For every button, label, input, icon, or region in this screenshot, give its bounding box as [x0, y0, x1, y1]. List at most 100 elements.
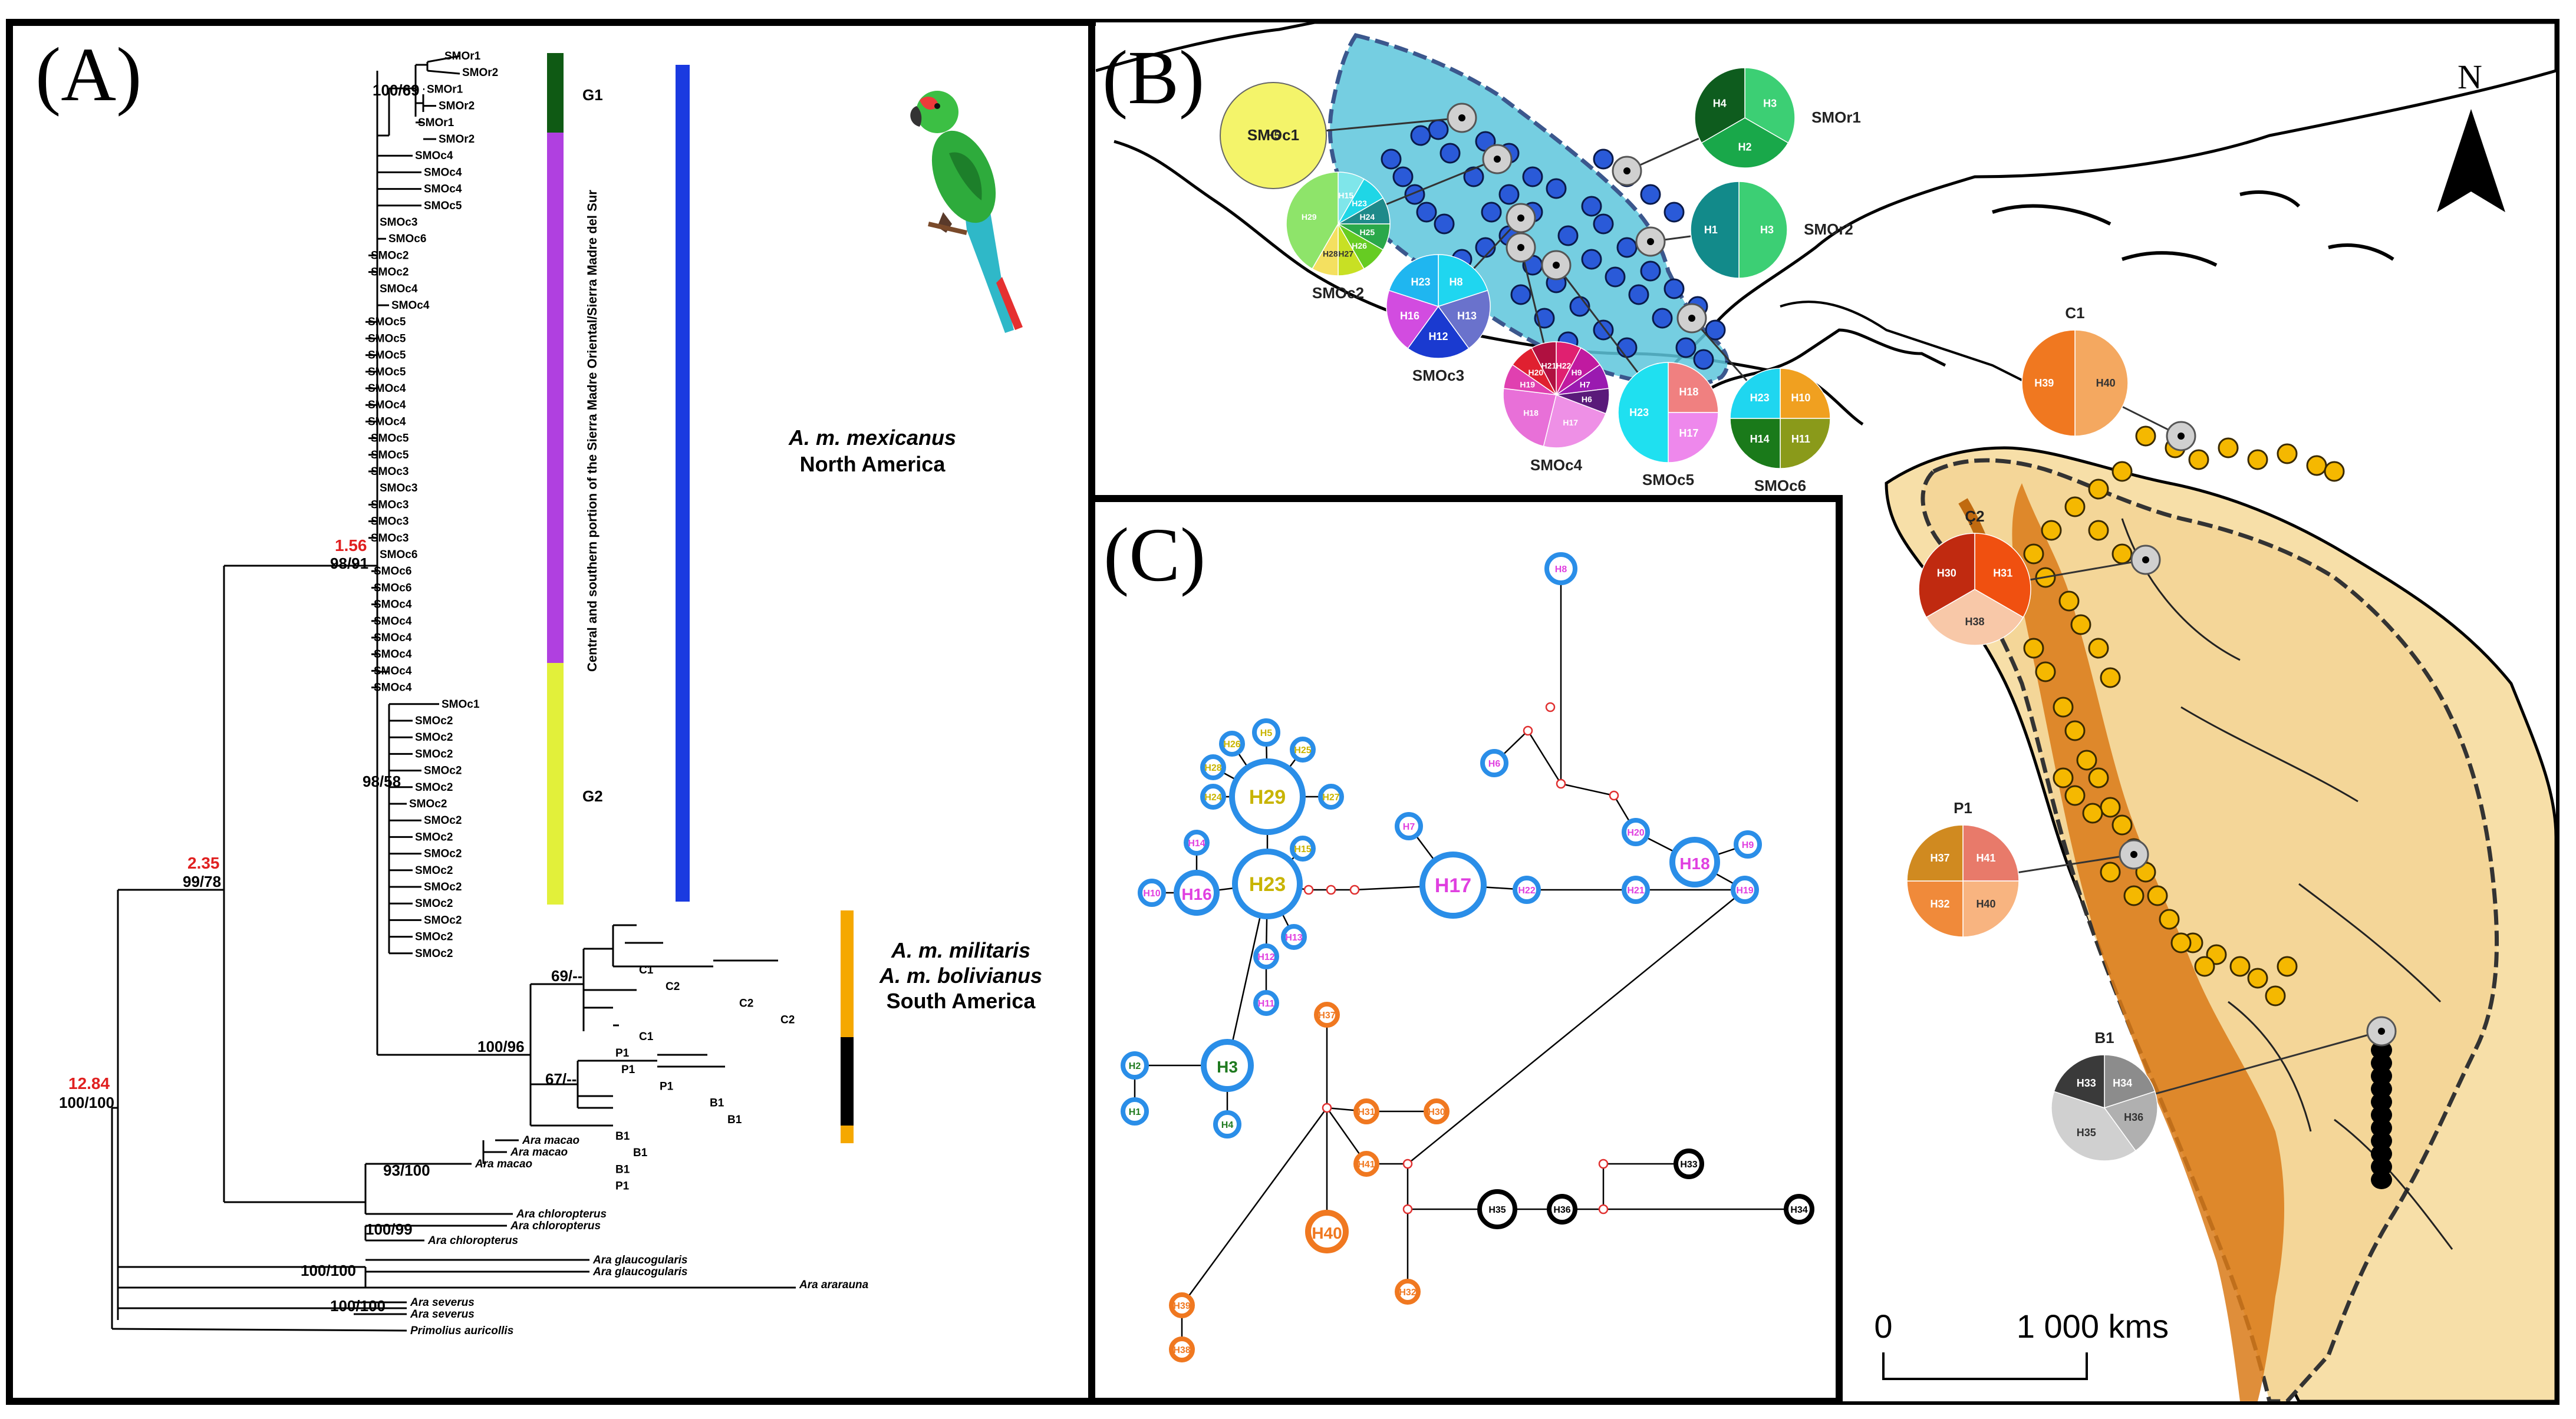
- pie-slice-label: H22: [1556, 361, 1572, 370]
- haplotype-label: H28: [1204, 763, 1221, 773]
- occurrence-point: [2053, 767, 2074, 788]
- occurrence-point: [2229, 956, 2251, 977]
- haplotype-label: H2: [1129, 1061, 1141, 1071]
- tip-label: C2: [666, 981, 680, 993]
- occurrence-point: [2111, 814, 2133, 836]
- occurrence-point: [1546, 178, 1567, 199]
- tip-label: SMOc3: [371, 516, 409, 528]
- haplotype-label: H12: [1257, 952, 1274, 962]
- haplotype-node-h33: H33: [1674, 1149, 1704, 1179]
- occurrence-point: [2324, 461, 2345, 482]
- pie-location-dot: [1494, 156, 1501, 163]
- haplotype-network: H8H6H20H18H9H19H21H22H17H7H29H23H5H26H25…: [1121, 552, 1814, 1362]
- haplotype-node-h32: H32: [1395, 1279, 1421, 1305]
- haplotype-circle: [1622, 876, 1650, 904]
- pie-slice: [1738, 181, 1788, 279]
- tip-label: SMOc2: [415, 948, 453, 960]
- tip-label: SMOc2: [424, 914, 462, 926]
- network-edge: [1181, 1107, 1328, 1306]
- median-vector: [1545, 702, 1556, 712]
- pie-slice-label: H29: [1302, 212, 1317, 222]
- tip-label: SMOc4: [374, 632, 412, 644]
- occurrence-point: [2159, 909, 2180, 930]
- pie-slice: [1690, 181, 1740, 279]
- pie-slice-label: H27: [1338, 249, 1353, 258]
- pie-slice: [1925, 589, 2024, 646]
- haplotype-circle: [1213, 1110, 1241, 1138]
- occurrence-point: [2064, 496, 2086, 517]
- occurrence-point: [2111, 543, 2133, 565]
- haplotype-circle: [1544, 552, 1577, 585]
- support-chloro: 100/99: [365, 1220, 413, 1238]
- outgroup-label: Ara severus: [410, 1296, 475, 1309]
- median-vector: [1598, 1159, 1609, 1169]
- pie-location-dot: [1553, 262, 1560, 269]
- pie-slice-label: H28: [1323, 249, 1338, 258]
- pie-slice: [1543, 394, 1607, 448]
- tip-label: SMOc1: [442, 698, 480, 711]
- haplotype-circle: [1232, 849, 1303, 919]
- network-edge: [1527, 730, 1562, 784]
- pie-location-dot: [2130, 851, 2137, 858]
- age-north: 1.56: [335, 536, 367, 555]
- haplotype-node-h27: H27: [1318, 784, 1344, 810]
- pie-slice: [2074, 329, 2129, 437]
- haplotype-label: H5: [1260, 728, 1273, 738]
- pie-slice: [1220, 82, 1327, 189]
- occurrence-point: [1581, 249, 1602, 270]
- haplotype-circle: [1229, 758, 1306, 835]
- haplotype-circle: [1200, 754, 1226, 780]
- pie-slice: [1694, 67, 1745, 144]
- haplotype-circle: [1419, 852, 1487, 919]
- support-b: 67/--: [545, 1070, 577, 1088]
- haplotype-label: H34: [1790, 1205, 1807, 1215]
- support-root: 100/100: [59, 1094, 114, 1111]
- pie-slice-label: H32: [1931, 898, 1950, 910]
- pie-slice-label: H24: [1359, 212, 1375, 222]
- pie-slice: [1407, 305, 1470, 359]
- tip-label: SMOc3: [371, 499, 409, 511]
- haplotype-node-h9: H9: [1734, 830, 1762, 859]
- tip-label: SMOc2: [409, 798, 447, 810]
- tip-label: B1: [633, 1147, 648, 1159]
- pie-population-label: C1: [2065, 304, 2084, 322]
- tip-label: SMOc4: [374, 599, 412, 611]
- pie-slice-label: H18: [1523, 408, 1539, 418]
- tip-label: SMOc2: [415, 897, 453, 910]
- haplotype-circle: [1201, 1039, 1254, 1092]
- occurrence-point: [1416, 202, 1437, 223]
- occurrence-point: [1475, 237, 1496, 258]
- haplotype-label: H3: [1217, 1058, 1238, 1076]
- tip-label: SMOc4: [415, 150, 453, 162]
- occurrence-point: [1510, 284, 1531, 305]
- pie-population-label: SMOc6: [1754, 477, 1806, 494]
- outgroup-label: Ara chloropterus: [427, 1235, 518, 1247]
- pie-slice-label: H23: [1411, 276, 1430, 288]
- pie-slice-label: H17: [1563, 418, 1578, 427]
- occurrence-point: [1463, 166, 1484, 187]
- pie-population-label: SMOr2: [1804, 220, 1853, 238]
- pie-slice-label: H11: [1791, 433, 1810, 445]
- occurrence-point: [2023, 638, 2044, 659]
- pie-slice: [1780, 368, 1831, 419]
- haplotype-circle: [1169, 1336, 1195, 1362]
- tip-label: SMOc2: [415, 781, 453, 794]
- pie-slice: [1668, 412, 1719, 463]
- pie-slice: [1701, 117, 1789, 169]
- tip-label: SMOc6: [388, 233, 426, 245]
- haplotype-label: H29: [1249, 786, 1286, 808]
- pie-slice-label: H8: [1449, 276, 1462, 288]
- haplotype-circle: [1353, 1098, 1379, 1124]
- occurrence-point: [1616, 237, 1638, 258]
- median-vector: [1326, 885, 1336, 895]
- pie-slice: [1668, 362, 1719, 413]
- haplotype-label: H39: [1173, 1301, 1190, 1311]
- occurrence-point: [1581, 196, 1602, 217]
- haplotype-node-h18: H18: [1669, 837, 1720, 887]
- occurrence-point-bolivia: [2371, 1157, 2392, 1176]
- tip-label: B1: [727, 1114, 742, 1126]
- occurrence-point: [1522, 166, 1543, 187]
- support-macao: 93/100: [383, 1161, 430, 1179]
